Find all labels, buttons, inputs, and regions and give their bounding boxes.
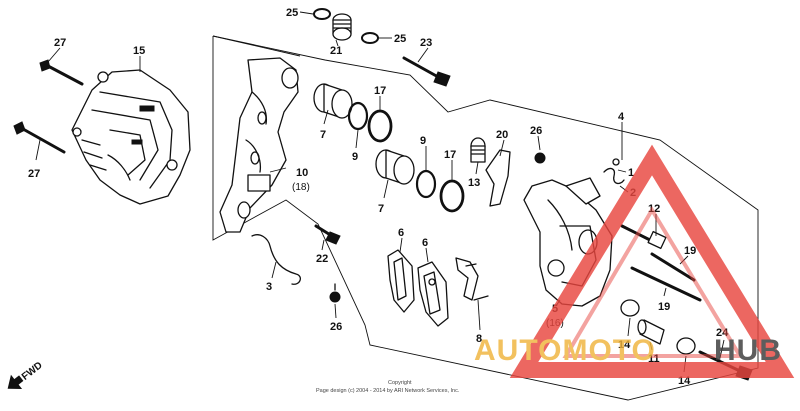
- callout-24: 24: [716, 327, 729, 339]
- callout-9-upper: 9: [352, 151, 358, 163]
- bolt-23: [402, 56, 451, 87]
- callout-11: 11: [648, 353, 660, 365]
- copyright-line-1: Copyright: [388, 380, 412, 386]
- callout-27-upper: 27: [54, 37, 66, 49]
- callout-7-upper: 7: [320, 129, 326, 141]
- bolt-22: [314, 224, 341, 245]
- callout-27-lower: 27: [28, 168, 40, 180]
- pad-spring-8: [455, 257, 489, 301]
- callout-6-a: 6: [398, 227, 404, 239]
- callout-17-upper: 17: [374, 85, 386, 97]
- brake-pad-6-a: [387, 249, 415, 313]
- automotohub-watermark: AUTOMOTO HUB: [474, 144, 795, 378]
- o-ring-25-lower: [361, 32, 379, 44]
- callout-25-upper: 25: [286, 7, 298, 19]
- callout-23: 23: [420, 37, 432, 49]
- callout-3: 3: [266, 281, 272, 293]
- leader-lines: [35, 11, 725, 373]
- bolt-27-upper: [39, 59, 84, 86]
- o-ring-25-upper: [313, 8, 331, 20]
- pad-retainer-20: [485, 149, 511, 207]
- slide-pin-21: [332, 13, 352, 41]
- callout-15: 15: [133, 45, 145, 57]
- callout-10: 10: [296, 167, 308, 179]
- callout-19-lower: 19: [658, 301, 670, 313]
- callout-10-sub: (18): [292, 182, 310, 193]
- copyright-block: Copyright Page design (c) 2004 - 2014 by…: [316, 380, 460, 394]
- callout-13: 13: [468, 177, 480, 189]
- caliper-body-15: [71, 69, 191, 205]
- callout-9-lower: 9: [420, 135, 426, 147]
- callout-26-upper: 26: [530, 125, 542, 137]
- fwd-indicator: FWD: [7, 360, 45, 389]
- callout-20: 20: [496, 129, 508, 141]
- callout-1: 1: [628, 167, 634, 179]
- spring-1-2: [603, 158, 625, 185]
- seal-9-lower: [415, 169, 437, 199]
- callout-19-upper: 19: [684, 245, 696, 257]
- seal-17-upper: [367, 109, 393, 143]
- callout-6-b: 6: [422, 237, 428, 249]
- callout-22: 22: [316, 253, 328, 265]
- pin-19-a: [650, 252, 696, 282]
- copyright-line-2: Page design (c) 2004 - 2014 by ARI Netwo…: [316, 388, 460, 394]
- callout-12: 12: [648, 203, 660, 215]
- callout-26-lower: 26: [330, 321, 342, 333]
- fwd-arrow-icon: [7, 374, 24, 389]
- seal-17-lower: [439, 179, 465, 213]
- boot-13: [470, 137, 486, 163]
- callout-21: 21: [330, 45, 342, 57]
- callout-17-lower: 17: [444, 149, 456, 161]
- callout-4: 4: [618, 111, 625, 123]
- bleeder-26-lower: [329, 283, 341, 303]
- bolt-12: [620, 224, 667, 250]
- brake-pad-6-b: [417, 261, 449, 327]
- retainer-spring-3: [251, 234, 301, 285]
- callout-7-lower: 7: [378, 203, 384, 215]
- caliper-bracket-10: [219, 57, 299, 233]
- watermark-text-automoto: AUTOMOTO: [474, 334, 656, 367]
- bleeder-26-upper: [534, 152, 546, 164]
- bolt-27-lower: [13, 121, 66, 154]
- sleeve-11: [637, 319, 665, 345]
- sleeve-14-a: [620, 299, 640, 317]
- piston-7-upper: [313, 83, 353, 119]
- callout-25-lower: 25: [394, 33, 406, 45]
- watermark-text-hub: HUB: [714, 334, 782, 367]
- callout-labels: 25 21 25 23 27 15 27 7 9 17 10 (18) 9 17…: [28, 7, 729, 387]
- pin-19-b: [630, 266, 702, 302]
- seal-9-upper: [347, 101, 369, 131]
- fwd-label: FWD: [20, 360, 45, 383]
- callout-8: 8: [476, 333, 482, 345]
- piston-7-lower: [375, 149, 415, 185]
- sleeve-14-b: [676, 337, 696, 355]
- callout-14-a: 14: [618, 339, 631, 351]
